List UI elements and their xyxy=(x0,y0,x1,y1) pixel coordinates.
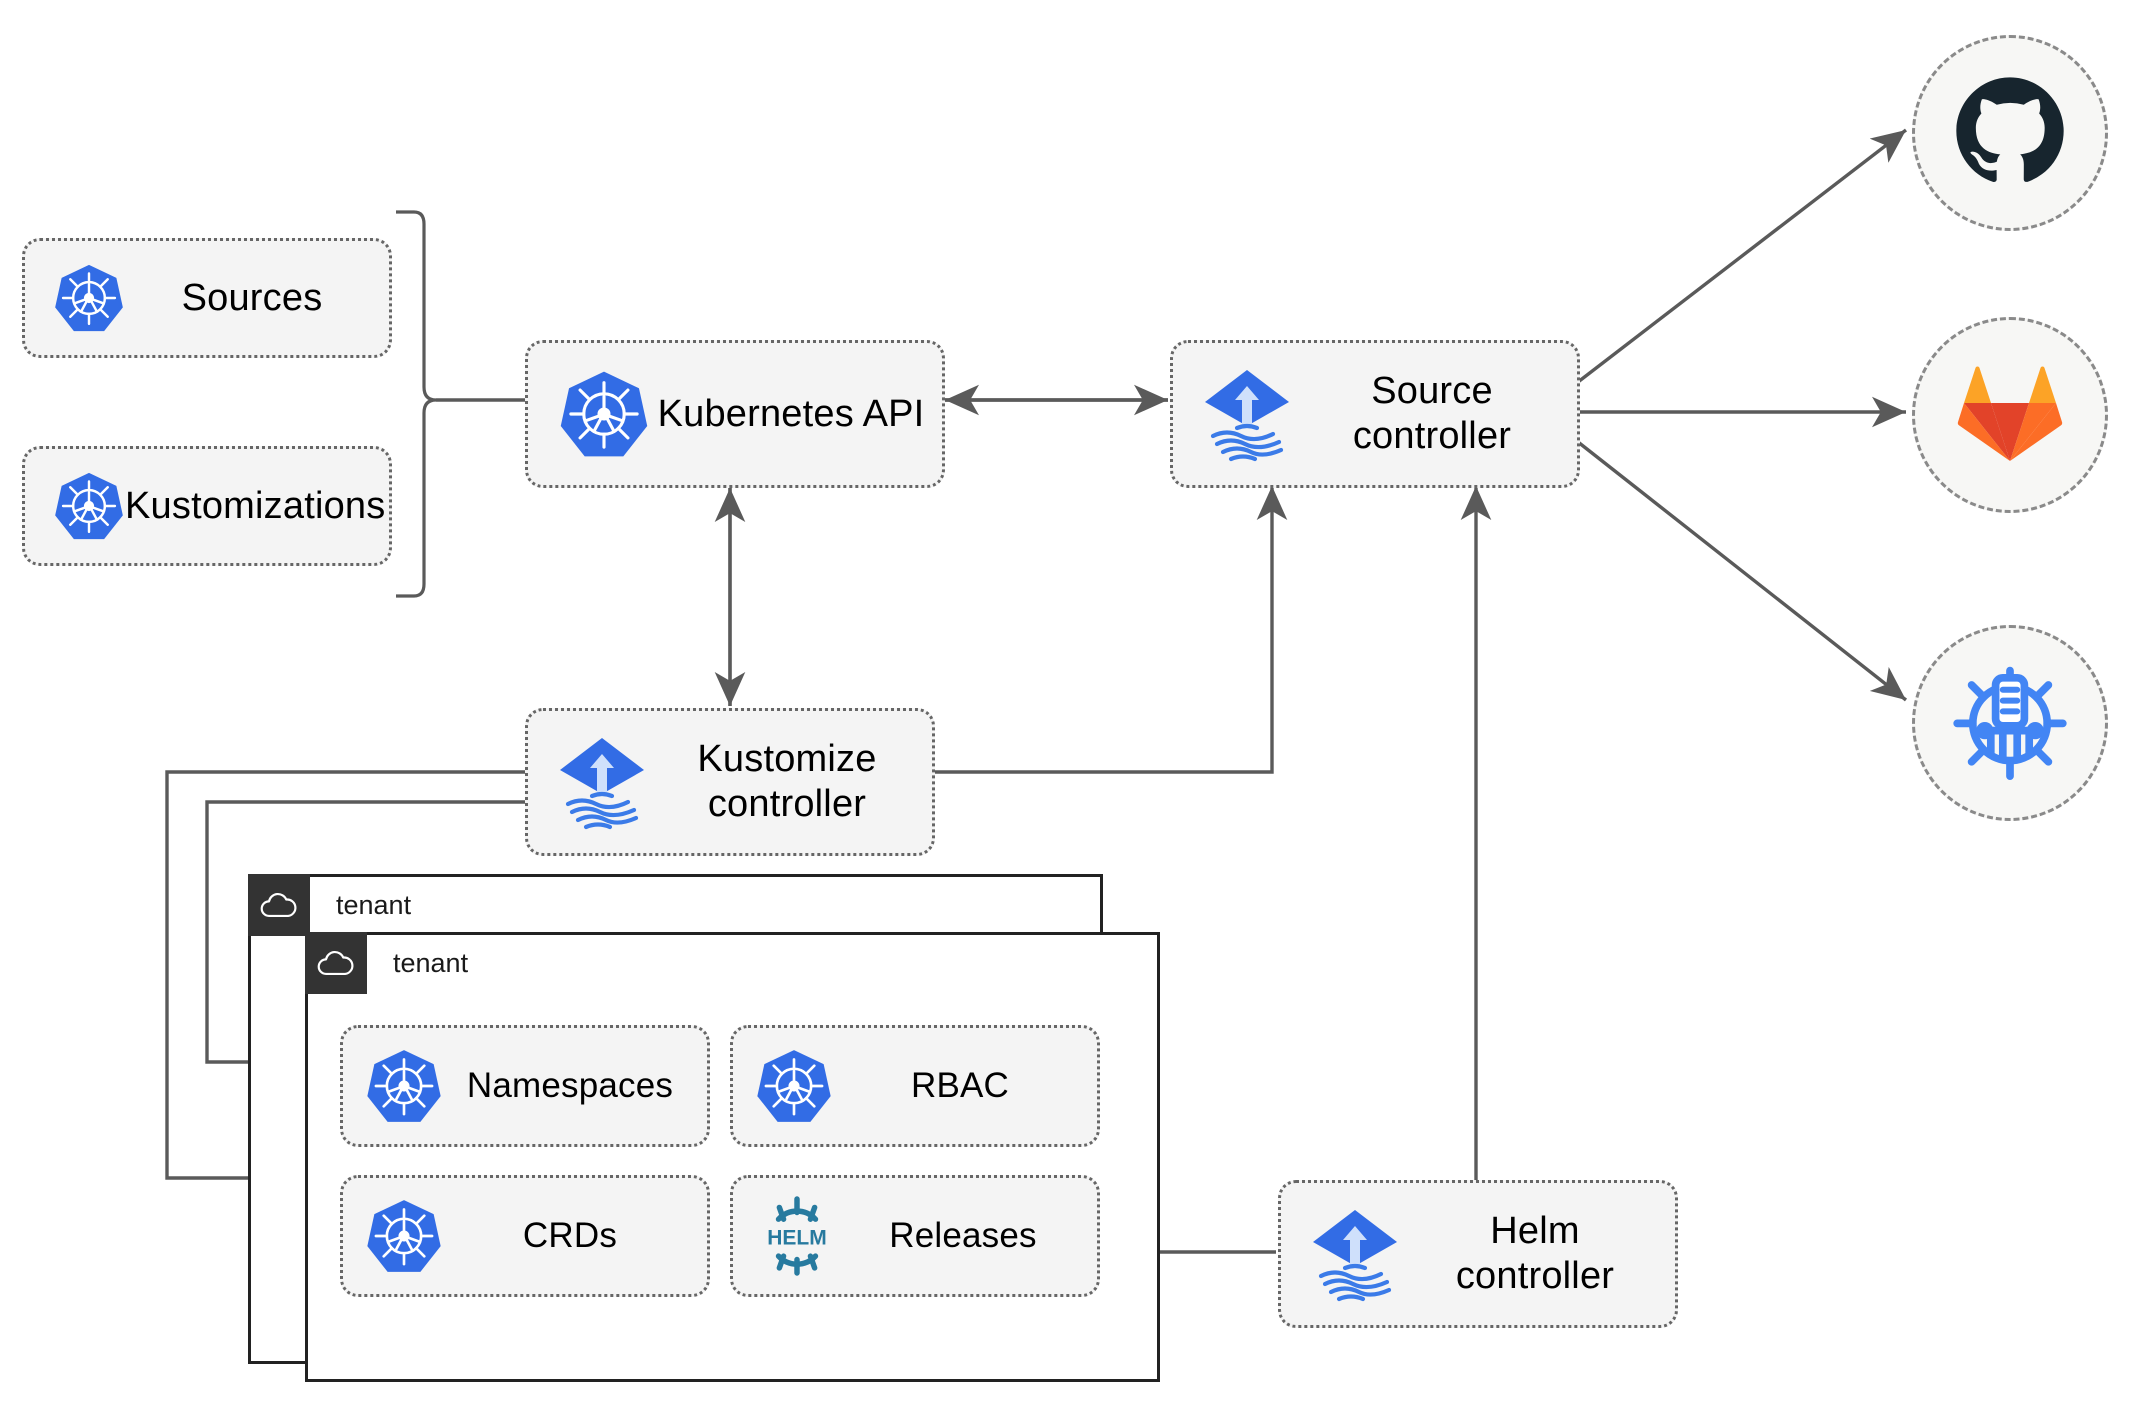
flux-icon xyxy=(1197,364,1297,464)
helm-icon: HELM xyxy=(755,1194,839,1278)
resource-label: Namespaces xyxy=(466,1066,674,1106)
resource-label: RBAC xyxy=(910,1066,1010,1106)
tenant-inner[interactable]: tenant xyxy=(305,932,1160,1382)
resource-crds[interactable]: CRDs xyxy=(340,1175,710,1297)
provider-github[interactable] xyxy=(1912,35,2108,231)
provider-gitlab[interactable] xyxy=(1912,317,2108,513)
tenant-titlebar: tenant xyxy=(248,874,411,936)
node-kustomizations[interactable]: Kustomizations xyxy=(22,446,392,566)
resource-releases[interactable]: HELM Releases xyxy=(730,1175,1100,1297)
svg-text:HELM: HELM xyxy=(767,1226,827,1249)
kubernetes-icon xyxy=(53,470,125,542)
resource-namespaces[interactable]: Namespaces xyxy=(340,1025,710,1147)
node-label: Kustomizations xyxy=(125,484,386,527)
kubernetes-icon xyxy=(365,1047,443,1125)
node-kubernetes-api[interactable]: Kubernetes API xyxy=(525,340,945,488)
resource-label: Releases xyxy=(889,1216,1037,1256)
cloud-icon xyxy=(248,874,310,936)
kubernetes-icon xyxy=(53,262,125,334)
kubernetes-icon xyxy=(755,1047,833,1125)
node-helm-controller[interactable]: Helm controller xyxy=(1278,1180,1678,1328)
bucket-icon xyxy=(1950,661,2070,786)
node-label: Kubernetes API xyxy=(657,392,925,435)
tenant-label: tenant xyxy=(336,889,412,920)
provider-bucket[interactable] xyxy=(1912,625,2108,821)
node-label: Source controller xyxy=(1352,370,1512,457)
node-kustomize-controller[interactable]: Kustomize controller xyxy=(525,708,935,856)
node-source-controller[interactable]: Source controller xyxy=(1170,340,1580,488)
resource-rbac[interactable]: RBAC xyxy=(730,1025,1100,1147)
tenant-label: tenant xyxy=(393,947,469,978)
flux-icon xyxy=(552,732,652,832)
flux-icon xyxy=(1305,1204,1405,1304)
gitlab-icon xyxy=(1955,361,2065,470)
node-label: Helm controller xyxy=(1455,1210,1615,1297)
cloud-icon xyxy=(305,932,367,994)
node-sources[interactable]: Sources xyxy=(22,238,392,358)
node-label: Sources xyxy=(181,276,323,319)
resource-label: CRDs xyxy=(522,1216,618,1256)
node-label: Kustomize controller xyxy=(697,738,877,825)
kubernetes-icon xyxy=(365,1197,443,1275)
github-icon xyxy=(1954,75,2066,192)
kubernetes-icon xyxy=(558,368,650,460)
tenant-titlebar: tenant xyxy=(305,932,468,994)
